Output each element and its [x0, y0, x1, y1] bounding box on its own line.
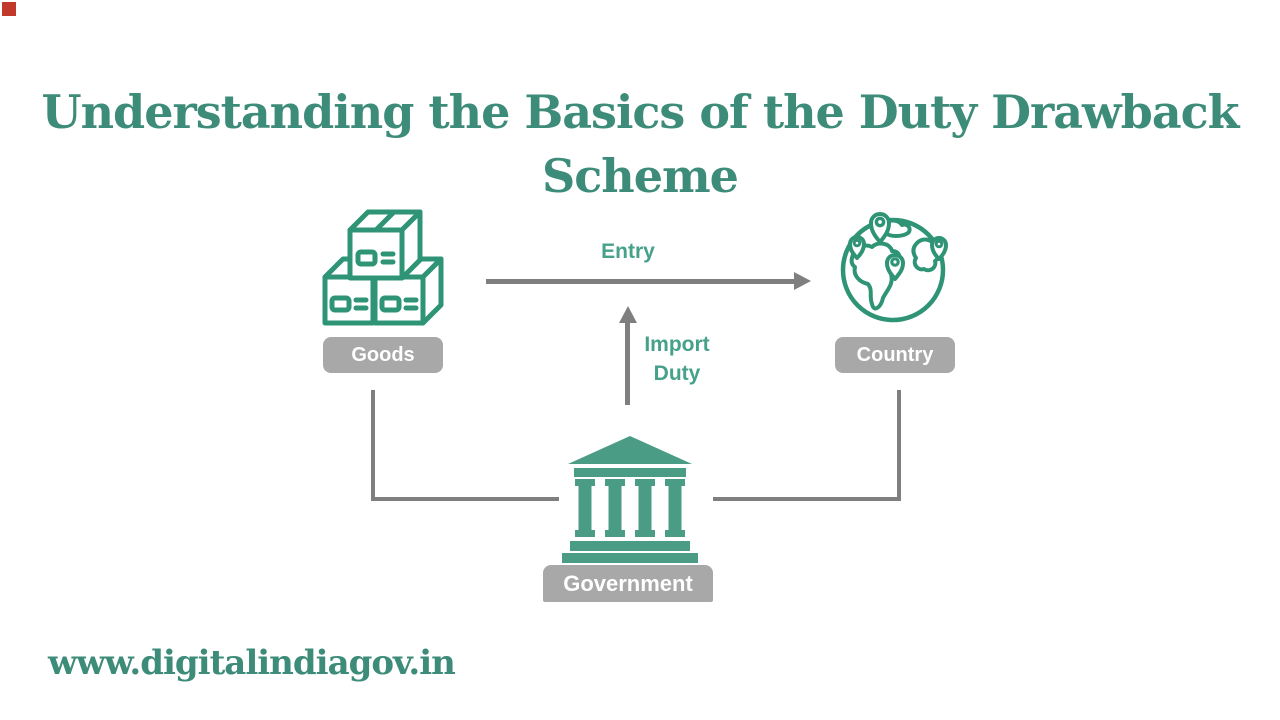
entry-edge-label: Entry [601, 240, 655, 263]
page-title: Understanding the Basics of the Duty Dra… [0, 80, 1280, 208]
import-duty-label-line-2: Duty [653, 362, 701, 385]
import-duty-arrow-head-icon [619, 306, 637, 323]
import-duty-edge-label: Import Duty [612, 330, 742, 388]
country-label-badge: Country [835, 337, 955, 373]
website-url: www.digitalindiagov.in [48, 643, 456, 683]
bank-building-icon [562, 436, 698, 563]
import-duty-arrow-line [625, 320, 630, 405]
entry-arrow-head-icon [794, 272, 811, 290]
goods-label-badge: Goods [323, 337, 443, 373]
government-label-badge: Government [543, 565, 713, 602]
country-to-government-connector [713, 390, 901, 501]
goods-boxes-icon [322, 209, 444, 326]
title-line-2: Scheme [542, 149, 739, 203]
import-duty-label-line-1: Import [644, 333, 710, 356]
bank-columns [575, 479, 685, 537]
entry-arrow-line [486, 279, 796, 284]
goods-to-government-connector [371, 390, 559, 501]
title-line-1: Understanding the Basics of the Duty Dra… [41, 85, 1240, 139]
red-marker [2, 2, 16, 16]
globe-with-pins-icon [840, 212, 948, 323]
